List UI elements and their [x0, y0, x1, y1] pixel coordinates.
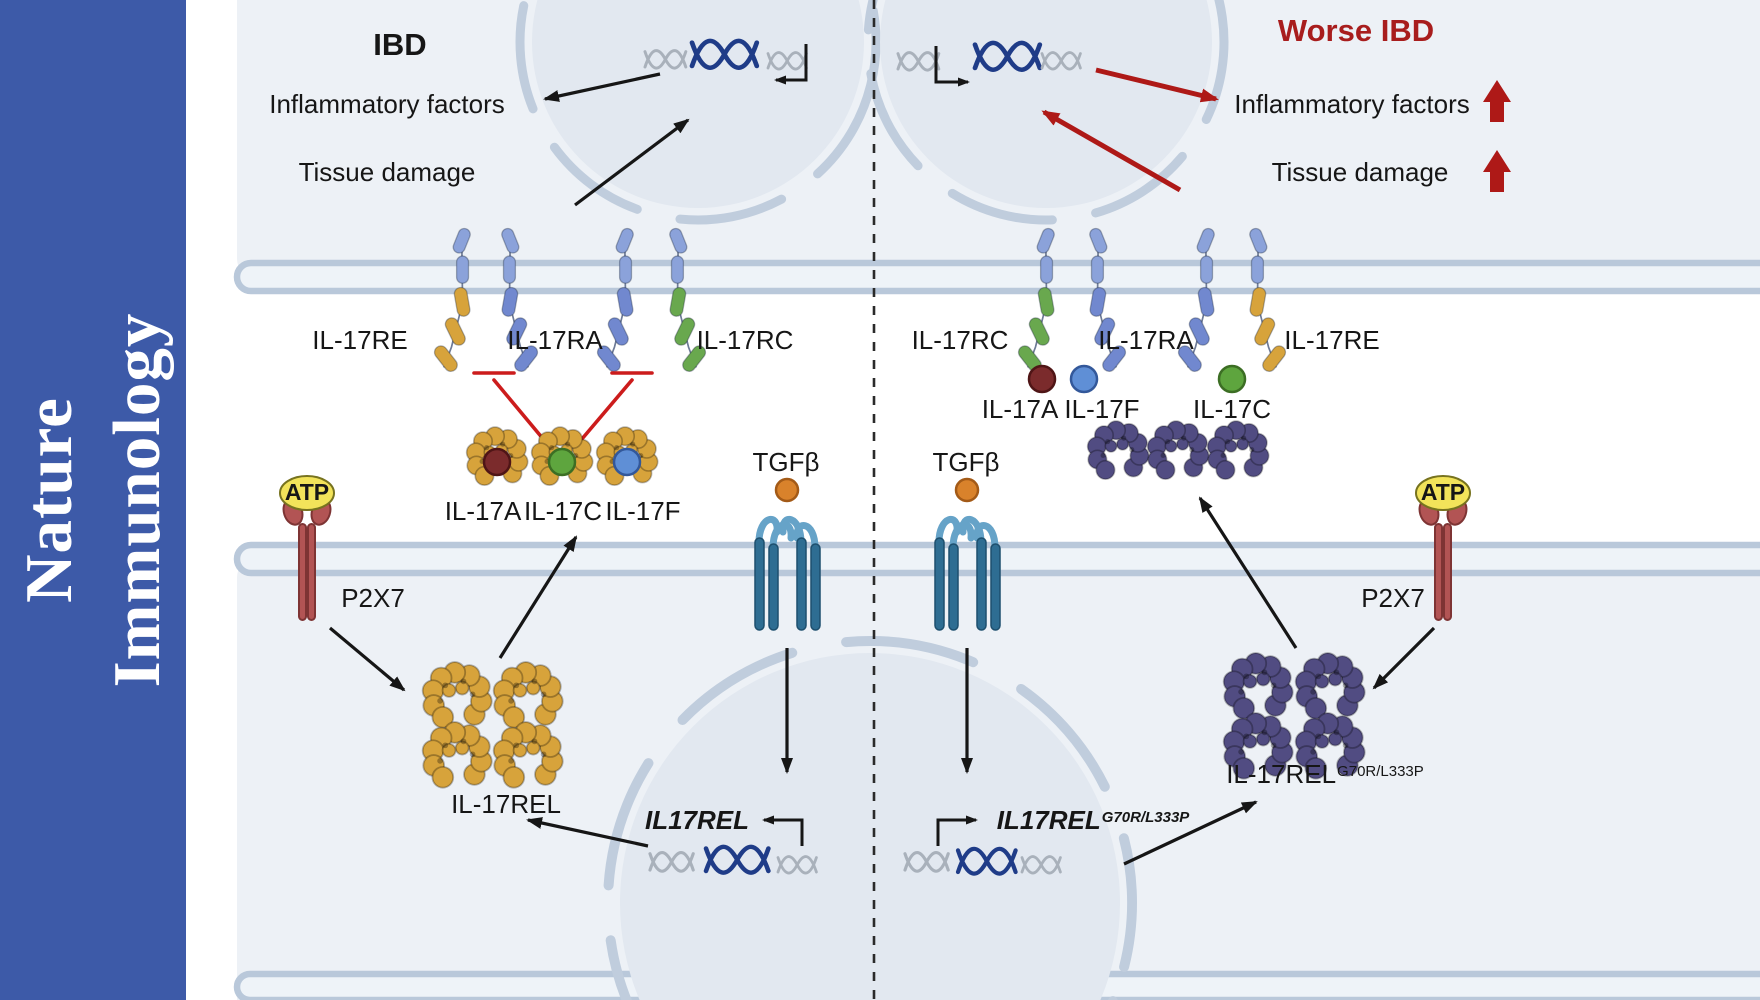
- ligands-left: [465, 426, 659, 486]
- inhibition-lines: [472, 371, 654, 448]
- tgfb-right: [935, 477, 1000, 630]
- ligands-right: [1027, 364, 1270, 480]
- il17a-dot-icon: [1027, 364, 1057, 394]
- il17rel-mutant-base: IL-17REL: [1226, 759, 1337, 789]
- tgfb-ligand-icon: [774, 477, 800, 503]
- inflammatory-factors-right: Inflammatory factors: [1234, 89, 1470, 119]
- label-il17re-left: IL-17RE: [312, 325, 408, 355]
- il17c-core-icon: [547, 447, 577, 477]
- p2x7-left: [279, 475, 335, 621]
- label-atp-left: ATP: [284, 479, 330, 506]
- inflammatory-up-icon: [1483, 80, 1511, 122]
- dna-bottom-right: [903, 815, 1062, 874]
- inflammatory-factors-left: Inflammatory factors: [269, 89, 505, 119]
- label-il17c-left: IL-17C: [523, 496, 603, 526]
- tgfb-ligand-icon: [954, 477, 980, 503]
- il17c-dot-icon: [1217, 364, 1247, 394]
- panel-title-left: IBD: [373, 27, 427, 62]
- il17a-core-icon: [482, 447, 512, 477]
- gene-mutant-base: IL17REL: [996, 805, 1101, 835]
- il17f-dot-icon: [1069, 364, 1099, 394]
- label-p2x7-left: P2X7: [341, 583, 405, 613]
- signal-arrows-red: [1041, 67, 1219, 193]
- label-il17rc-right: IL-17RC: [911, 325, 1009, 355]
- p2x7-right: [1415, 475, 1471, 621]
- dna-top-right: [896, 43, 1082, 87]
- label-il17ra-left: IL-17RA: [507, 325, 603, 355]
- label-il17rc-left: IL-17RC: [696, 325, 794, 355]
- signal-arrows-black: [328, 72, 1436, 866]
- label-il17re-right: IL-17RE: [1284, 325, 1380, 355]
- label-gene-il17rel-mutant: IL17RELG70R/L333P: [996, 805, 1190, 835]
- journal-banner: Nature Immunology: [0, 0, 186, 1000]
- label-tgfb-left: TGFβ: [752, 447, 820, 477]
- label-tgfb-right: TGFβ: [932, 447, 1000, 477]
- label-il17ra-right: IL-17RA: [1098, 325, 1194, 355]
- label-atp-right: ATP: [1420, 479, 1466, 506]
- label-il17f-right: IL-17F: [1064, 394, 1140, 424]
- il17rel-mutant-sup: G70R/L333P: [1337, 763, 1424, 780]
- gene-mutant-sup: G70R/L333P: [1101, 809, 1190, 826]
- increase-arrows: [1483, 80, 1511, 192]
- tissue-damage-left: Tissue damage: [298, 157, 476, 187]
- label-p2x7-right: P2X7: [1361, 583, 1425, 613]
- label-il17rel-mutant-right: IL-17RELG70R/L333P: [1226, 759, 1424, 789]
- label-il17a-left: IL-17A: [444, 496, 522, 526]
- panel-title-right: Worse IBD: [1277, 13, 1435, 48]
- dna-top-left: [643, 41, 808, 85]
- tissue-up-icon: [1483, 150, 1511, 192]
- dna-bottom-left: [648, 815, 818, 873]
- membrane-top: [233, 259, 1760, 295]
- label-gene-il17rel: IL17REL: [644, 805, 750, 835]
- label-il17c-right: IL-17C: [1192, 394, 1272, 424]
- il17f-core-icon: [612, 447, 642, 477]
- label-il17f-left: IL-17F: [605, 496, 681, 526]
- label-il17rel-left: IL-17REL: [451, 789, 561, 819]
- tgfb-left: [755, 477, 820, 630]
- atp-icon: [1415, 475, 1471, 511]
- atp-icon: [279, 475, 335, 511]
- tissue-damage-right: Tissue damage: [1271, 157, 1449, 187]
- nucleus-top-right: [863, 0, 1229, 225]
- label-il17a-right: IL-17A: [981, 394, 1059, 424]
